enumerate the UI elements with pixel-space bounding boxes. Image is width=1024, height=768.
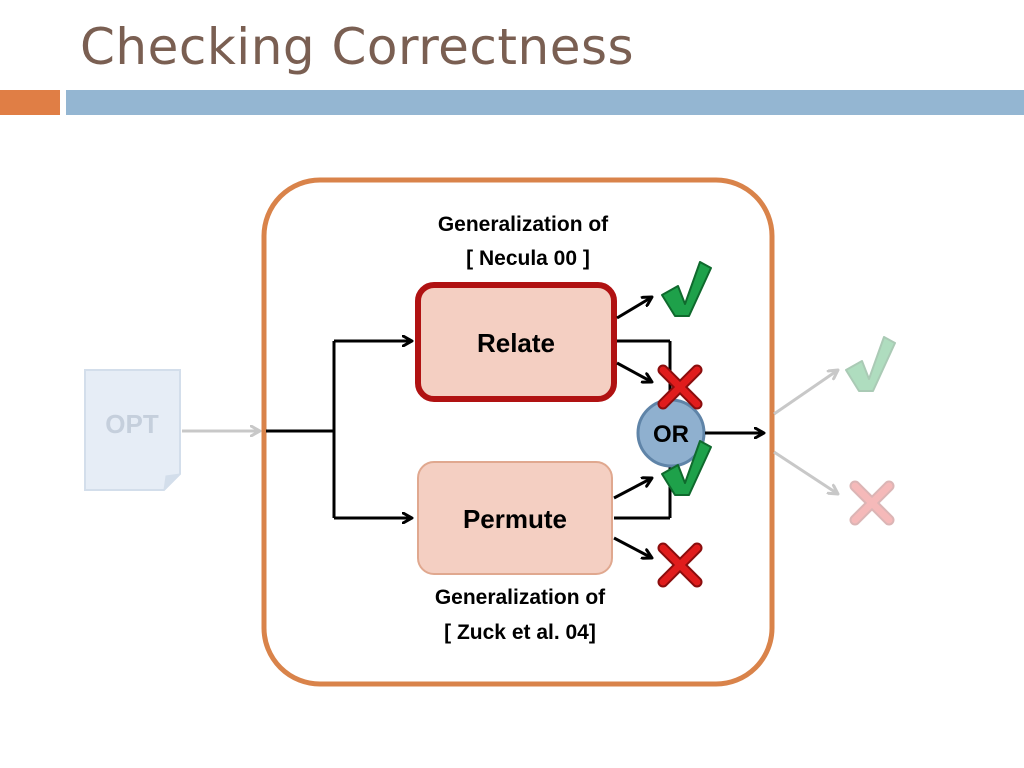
permute-caption-line2: [ Zuck et al. 04] [444,621,596,644]
relate-caption-line1: Generalization of [438,213,609,236]
relate-caption-line2: [ Necula 00 ] [466,247,590,270]
accent-bar-blue [66,90,1024,115]
permute-box [417,461,613,575]
permute-cross-icon [657,542,703,588]
permute-label: Permute [463,504,567,534]
relate-cross-icon [657,364,703,410]
accent-bar-orange [0,90,60,115]
final-cross-icon [849,480,895,526]
final-output-arrows [773,370,838,494]
permute-check-icon [661,440,712,496]
opt-document: OPT [84,369,181,491]
or-label: OR [653,421,689,448]
opt-label: OPT [105,409,159,439]
relate-check-icon [661,261,712,317]
branch-lines [266,341,412,518]
relate-box [415,282,617,402]
final-check-icon [845,336,896,392]
slide-title: Checking Correctness [80,18,635,76]
permute-caption-line1: Generalization of [435,586,606,609]
relate-label: Relate [477,328,555,358]
